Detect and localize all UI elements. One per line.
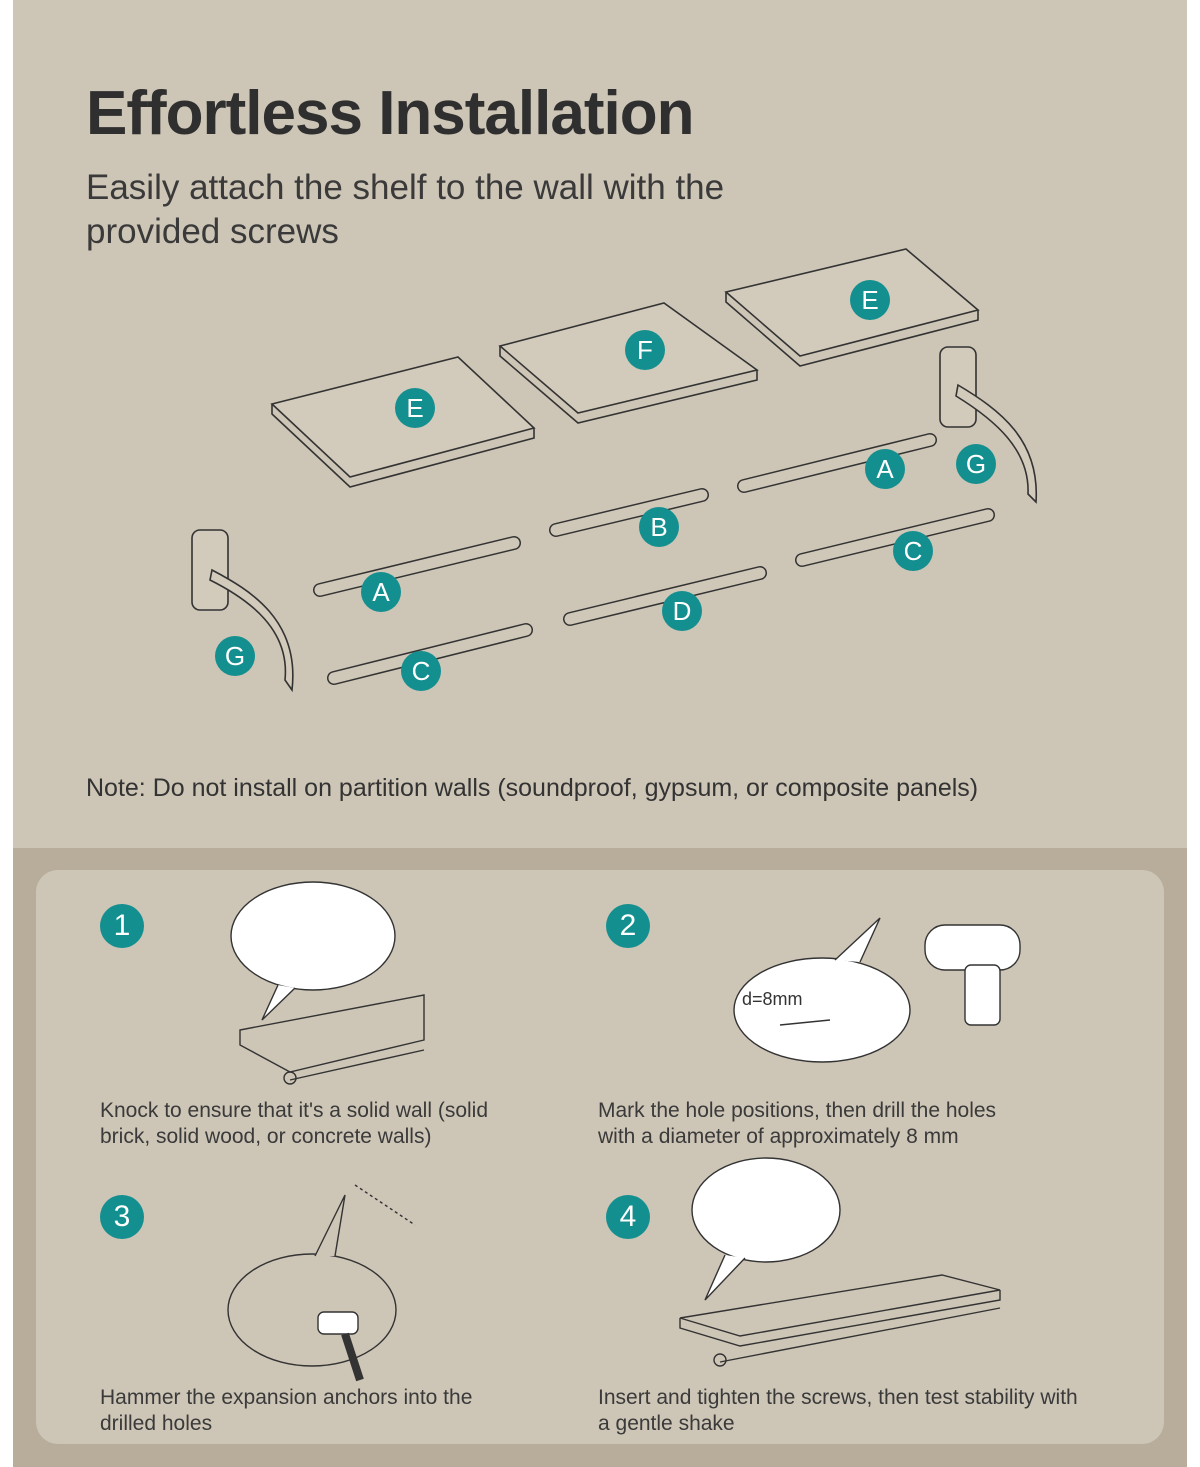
step2-illustration xyxy=(733,917,1021,1063)
step3-illustration xyxy=(227,1184,416,1382)
bracket-left xyxy=(191,529,294,693)
step-2-text: Mark the hole positions, then drill the … xyxy=(598,1099,997,1148)
label-shelf-e-left: E xyxy=(406,393,423,423)
label-shelf-f: F xyxy=(637,335,653,365)
label-rod-b: B xyxy=(650,512,667,542)
label-rod-a: A xyxy=(372,577,390,607)
step-3-text: Hammer the expansion anchors into the dr… xyxy=(100,1386,473,1435)
top-section xyxy=(13,0,1187,848)
label-shelf-e-right: E xyxy=(861,285,878,315)
step-4-badge: 4 xyxy=(606,1195,650,1239)
label-rod-c: C xyxy=(412,656,431,686)
step-4-text: Insert and tighten the screws, then test… xyxy=(598,1386,1078,1435)
step4-illustration xyxy=(679,1157,1001,1367)
label-rod-c: C xyxy=(904,536,923,566)
step1-illustration xyxy=(230,881,425,1085)
page-title: Effortless Installation xyxy=(86,79,694,148)
step-2-badge: 2 xyxy=(606,904,650,948)
step-1-badge: 1 xyxy=(100,904,144,948)
installation-note: Note: Do not install on partition walls … xyxy=(86,774,979,802)
step-3-badge: 3 xyxy=(100,1195,144,1239)
bracket-right xyxy=(939,346,1037,504)
drill-diameter-callout: d=8mm xyxy=(742,989,803,1009)
label-bracket-g: G xyxy=(225,641,245,671)
label-bracket-g: G xyxy=(966,449,986,479)
subtitle: Easily attach the shelf to the wall with… xyxy=(86,168,725,251)
step-1-text: Knock to ensure that it's a solid wall (… xyxy=(100,1099,489,1148)
label-rod-a: A xyxy=(876,454,894,484)
label-rod-d: D xyxy=(673,596,692,626)
parts-diagram: E F E A G B C A D G C xyxy=(191,248,1037,693)
